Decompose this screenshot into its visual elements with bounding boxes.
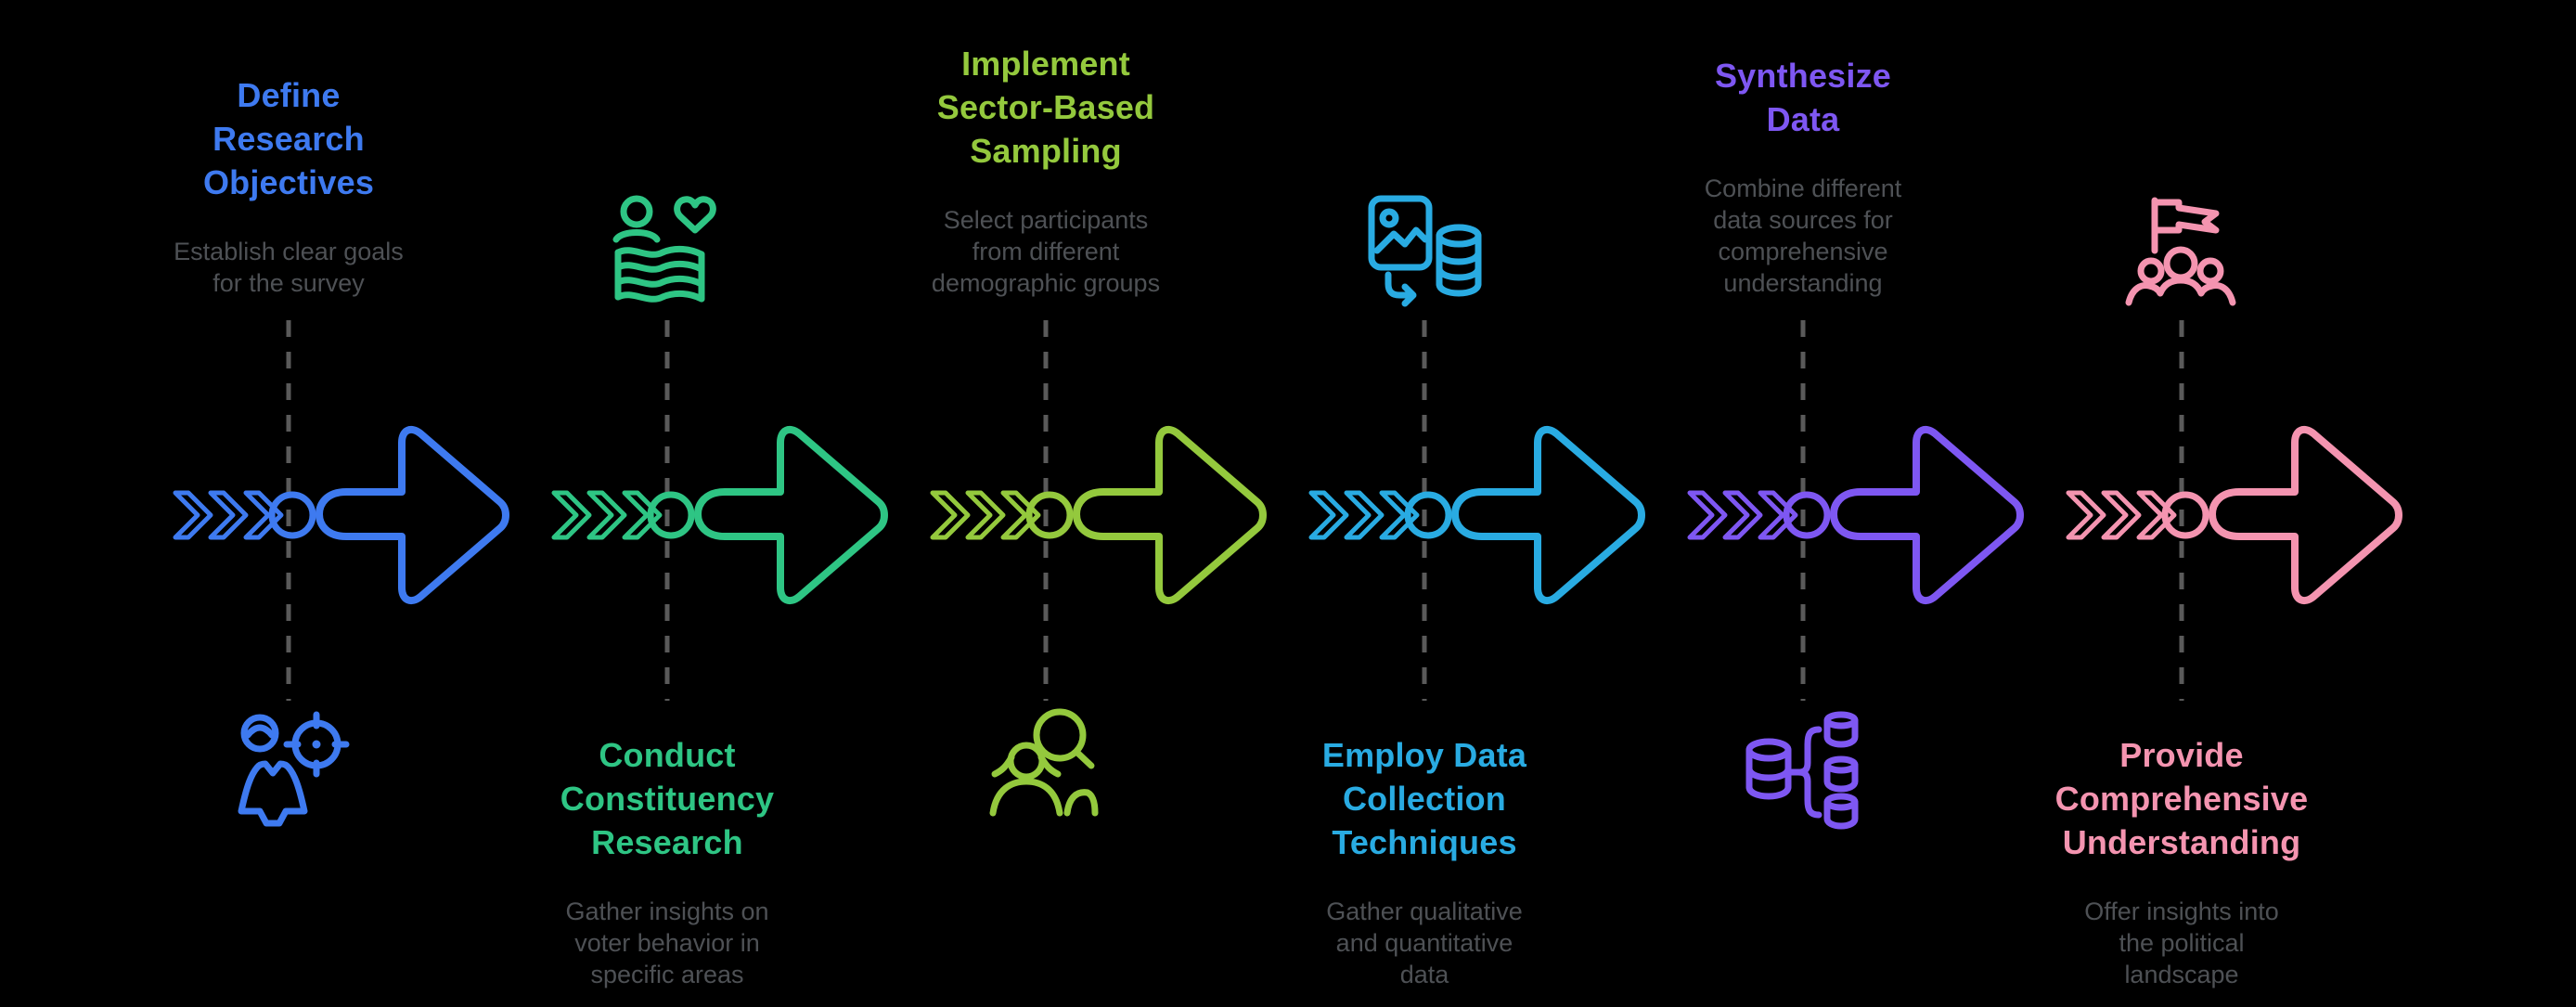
step-description: Establish clear goals for the survey xyxy=(174,238,404,297)
step-title: Provide Comprehensive Understanding xyxy=(2054,736,2309,861)
step-title: Synthesize Data xyxy=(1714,57,1892,138)
node-circle xyxy=(1783,491,1831,539)
step-title: Implement Sector-Based Sampling xyxy=(936,45,1155,170)
step-description: Select participants from different demog… xyxy=(931,206,1161,297)
dashed-connector xyxy=(286,320,291,701)
dashed-connector xyxy=(1422,320,1427,701)
step-text-block: Synthesize Data Combine different data s… xyxy=(1627,37,1979,316)
flow-arrow-graphic xyxy=(1687,425,2024,605)
node-circle xyxy=(647,491,695,539)
step-title: Conduct Constituency Research xyxy=(560,736,775,861)
big-arrow-icon xyxy=(1451,425,1645,605)
community-heart-flag-icon xyxy=(612,195,716,303)
flag-team-icon xyxy=(2125,197,2236,306)
triple-chevron-icon xyxy=(2066,490,2177,540)
node-circle xyxy=(1025,491,1074,539)
person-target-icon xyxy=(238,711,350,827)
big-arrow-icon xyxy=(1073,425,1267,605)
big-arrow-icon xyxy=(316,425,509,605)
step-description: Gather insights on voter behavior in spe… xyxy=(565,897,769,988)
flow-arrow-graphic xyxy=(930,425,1267,605)
dashed-connector xyxy=(664,320,670,701)
step-define-research-objectives: Define Research Objectives Establish cle… xyxy=(103,0,509,999)
triple-chevron-icon xyxy=(551,490,663,540)
step-title: Define Research Objectives xyxy=(202,76,375,201)
triple-chevron-icon xyxy=(1308,490,1420,540)
image-to-database-icon xyxy=(1368,195,1482,307)
step-description: Combine different data sources for compr… xyxy=(1704,174,1902,297)
dashed-connector xyxy=(2179,320,2184,701)
node-circle xyxy=(268,491,316,539)
triple-chevron-icon xyxy=(1687,490,1798,540)
big-arrow-icon xyxy=(1830,425,2024,605)
step-synthesize-data: Synthesize Data Combine different data s… xyxy=(1617,0,2024,999)
person-magnifier-icon xyxy=(989,708,1099,817)
step-text-block: Implement Sector-Based Sampling Select p… xyxy=(869,25,1222,316)
dashed-connector xyxy=(1043,320,1049,701)
step-text-block: Provide Comprehensive Understanding Offe… xyxy=(2005,717,2358,1007)
database-merge-icon xyxy=(1745,711,1859,830)
step-text-block: Define Research Objectives Establish cle… xyxy=(112,57,465,316)
step-conduct-constituency-research: Conduct Constituency Research Gather ins… xyxy=(482,0,888,999)
flow-arrow-graphic xyxy=(173,425,509,605)
flow-arrow-graphic xyxy=(1308,425,1645,605)
triple-chevron-icon xyxy=(930,490,1041,540)
step-title: Employ Data Collection Techniques xyxy=(1321,736,1527,861)
node-circle xyxy=(2161,491,2209,539)
step-implement-sector-based-sampling: Implement Sector-Based Sampling Select p… xyxy=(860,0,1267,999)
step-description: Offer insights into the political landsc… xyxy=(2084,897,2279,988)
step-description: Gather qualitative and quantitative data xyxy=(1326,897,1523,988)
step-text-block: Employ Data Collection Techniques Gather… xyxy=(1248,717,1601,1007)
step-employ-data-collection-techniques: Employ Data Collection Techniques Gather… xyxy=(1239,0,1645,999)
dashed-connector xyxy=(1800,320,1806,701)
step-text-block: Conduct Constituency Research Gather ins… xyxy=(491,717,844,1007)
triple-chevron-icon xyxy=(173,490,284,540)
step-provide-comprehensive-understanding: Provide Comprehensive Understanding Offe… xyxy=(1996,0,2402,999)
flow-arrow-graphic xyxy=(2066,425,2402,605)
node-circle xyxy=(1404,491,1452,539)
flow-arrow-graphic xyxy=(551,425,888,605)
big-arrow-icon xyxy=(694,425,888,605)
big-arrow-icon xyxy=(2209,425,2402,605)
